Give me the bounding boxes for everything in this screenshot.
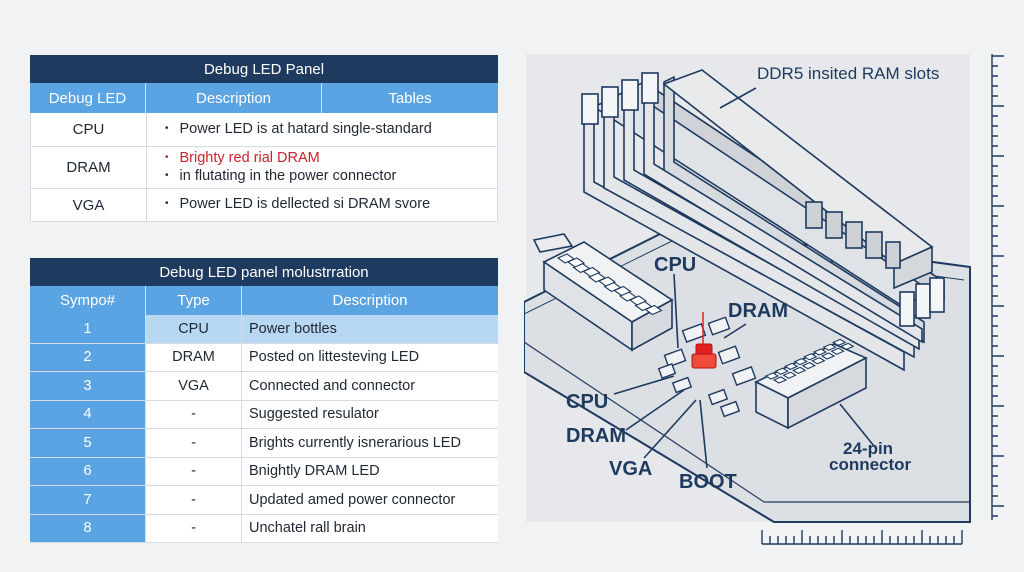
table-row: 8 - Unchatel rall brain <box>30 514 498 543</box>
connector-pin <box>597 276 617 287</box>
table1-header-description: Description <box>146 83 322 113</box>
row-description: Posted on littesteving LED <box>242 343 498 371</box>
dram-label-left: DRAM <box>566 425 626 447</box>
table-row: 7 - Updated amed power connector <box>30 486 498 515</box>
row-description: Brights currently isnerarious LED <box>242 429 498 457</box>
cpu-power-connector <box>532 233 674 352</box>
red-led <box>691 312 717 369</box>
connector-pin <box>803 353 818 361</box>
table1-row-description: Power LED is dellected si DRAM svore <box>147 189 497 221</box>
table1-title: Debug LED Panel <box>30 55 498 83</box>
row-number: 2 <box>30 343 146 371</box>
connector-pin <box>582 266 601 278</box>
row-type: CPU <box>146 315 242 343</box>
row-type: - <box>146 429 242 457</box>
connector-pin <box>782 371 797 379</box>
connector-pin <box>644 304 663 316</box>
table1-row-label: DRAM <box>31 147 147 188</box>
row-description: Bnightly DRAM LED <box>242 457 498 485</box>
table-row: 5 - Brights currently isnerarious LED <box>30 429 498 458</box>
connector-pin <box>820 352 836 360</box>
connector-pin <box>830 347 845 355</box>
connector-pin <box>791 366 807 375</box>
cpu-label-left: CPU <box>566 391 608 413</box>
row-type: - <box>146 457 242 485</box>
row-description: Connected and connector <box>242 372 498 400</box>
row-number: 1 <box>30 315 146 343</box>
table1-row-description: Power LED is at hatard single-standard <box>147 113 497 146</box>
row-type: - <box>146 514 242 542</box>
connector-pin <box>774 367 789 375</box>
motherboard-diagram: DDR5 insited RAM slots CPU DRAM CPU DRAM… <box>524 54 1004 545</box>
table1-row-description: Brighty red rial DRAM in flutating in th… <box>147 147 497 188</box>
table1-header-debug-led: Debug LED <box>30 83 146 113</box>
table1-header-row: Debug LED Description Tables <box>30 83 498 113</box>
ruler-vertical <box>991 54 1004 520</box>
table-row: 4 - Suggested resulator <box>30 400 498 429</box>
row-number: 4 <box>30 400 146 428</box>
debug-led-illustration-table: Debug LED panel molustrration Sympo# Typ… <box>30 258 498 543</box>
row-number: 5 <box>30 429 146 457</box>
table1-row-dram: DRAM Brighty red rial DRAM in flutating … <box>30 147 498 189</box>
connector-pin <box>613 285 632 297</box>
ruler-horizontal <box>761 530 963 545</box>
debug-led-cluster <box>657 316 757 418</box>
24-pin-connector <box>754 338 868 430</box>
ram-slots-label: DDR5 insited RAM slots <box>757 64 939 83</box>
table1-row-label: VGA <box>31 189 147 221</box>
row-type: - <box>146 400 242 428</box>
leader-lines <box>613 87 875 469</box>
table-row: 3 VGA Connected and connector <box>30 372 498 401</box>
row-description: Unchatel rall brain <box>242 514 498 542</box>
diagram-labels: DDR5 insited RAM slots CPU DRAM CPU DRAM… <box>566 64 939 493</box>
row-type: VGA <box>146 372 242 400</box>
table2-header-type: Type <box>146 286 242 315</box>
connector-pin <box>783 362 799 371</box>
dram-label-top: DRAM <box>728 300 788 322</box>
connector-label-line1: 24-pin <box>843 439 893 458</box>
connector-pin <box>812 348 828 356</box>
boot-label: BOOT <box>679 471 737 493</box>
debug-led-panel-table: Debug LED Panel Debug LED Description Ta… <box>30 55 498 222</box>
table2-header-description: Description <box>332 292 408 309</box>
table1-bullet: Power LED is dellected si DRAM svore <box>165 196 497 214</box>
connector-pin <box>793 357 809 366</box>
row-type: DRAM <box>146 343 242 371</box>
connector-pin <box>822 343 837 351</box>
table1-header-tables: Tables <box>388 89 432 107</box>
table-row: 1 CPU Power bottles <box>30 315 498 344</box>
row-description: Power bottles <box>242 315 498 343</box>
table-row: 6 - Bnightly DRAM LED <box>30 457 498 486</box>
connector-pin <box>839 342 855 351</box>
connector-pin <box>566 257 586 268</box>
table2-header-row: Sympo# Type Description <box>30 286 498 315</box>
table1-row-label: CPU <box>31 113 147 146</box>
table2-header-symbol: Sympo# <box>30 286 146 315</box>
connector-pin <box>772 376 788 384</box>
row-description: Updated amed power connector <box>242 486 498 514</box>
table1-row-cpu: CPU Power LED is at hatard single-standa… <box>30 113 498 147</box>
connector-pin <box>764 372 780 380</box>
vga-label: VGA <box>609 458 652 480</box>
row-number: 8 <box>30 514 146 542</box>
row-description: Suggested resulator <box>242 400 498 428</box>
connector-pin <box>801 361 817 370</box>
row-type: - <box>146 486 242 514</box>
table-row: 2 DRAM Posted on littesteving LED <box>30 343 498 372</box>
table2-title: Debug LED panel molustrration <box>30 258 498 286</box>
ram-slots <box>581 69 946 372</box>
row-number: 7 <box>30 486 146 514</box>
cpu-label-top: CPU <box>654 254 696 276</box>
row-number: 6 <box>30 457 146 485</box>
table1-bullet-red: Brighty red rial DRAM <box>165 150 497 168</box>
connector-pin <box>811 357 826 365</box>
connector-pin <box>628 295 648 306</box>
table1-row-vga: VGA Power LED is dellected si DRAM svore <box>30 189 498 222</box>
table1-bullet: Power LED is at hatard single-standard <box>165 121 497 139</box>
connector-pin <box>831 338 847 347</box>
connector-label-line2: connector <box>829 455 912 474</box>
row-number: 3 <box>30 372 146 400</box>
table1-bullet: in flutating in the power connector <box>165 168 497 186</box>
